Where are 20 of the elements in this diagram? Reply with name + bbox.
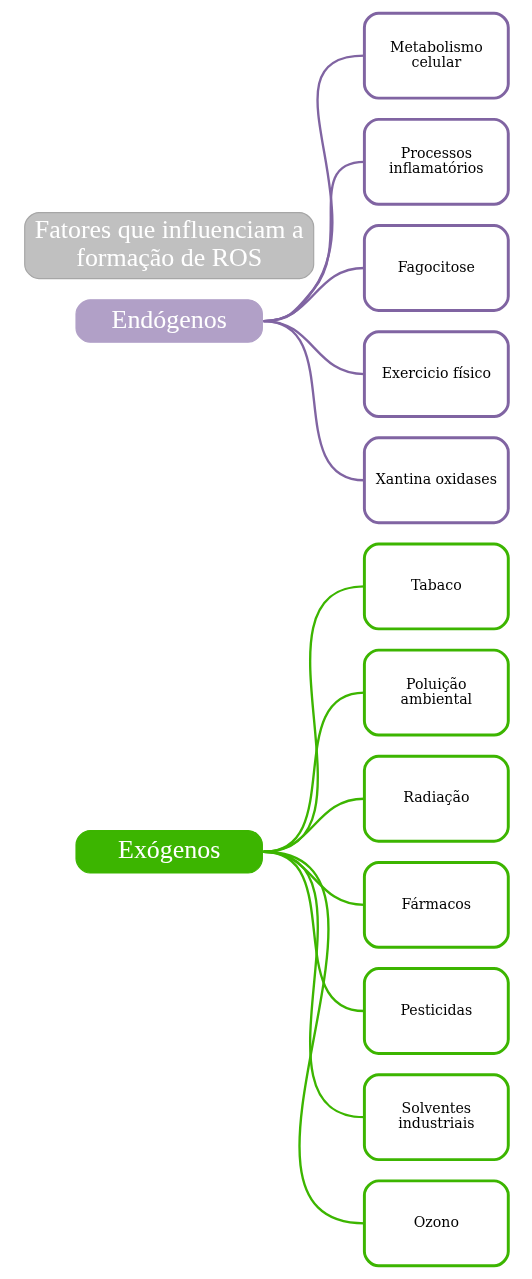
node-box: Fatores que influenciam a formação de ROS <box>23 211 314 280</box>
node-box: Metabolismo celular <box>362 11 510 100</box>
node-box: Exógenos <box>74 830 263 874</box>
node-box: Ozono <box>362 1179 510 1268</box>
node-box: Fagocitose <box>362 224 510 312</box>
node-box: Radiação <box>362 754 510 843</box>
node-box: Tabaco <box>362 542 510 631</box>
node-box: Processos inflamatórios <box>362 117 510 206</box>
node-box: Xantina oxidases <box>362 436 510 525</box>
node-box: Endógenos <box>74 299 263 343</box>
node-box: Poluição ambiental <box>362 648 510 737</box>
node-box: Solventes industriais <box>362 1073 510 1162</box>
node-box: Pesticidas <box>362 967 510 1055</box>
connector <box>262 797 364 853</box>
connector <box>262 585 365 853</box>
node-box: Fármacos <box>362 860 510 949</box>
connector <box>262 850 365 1225</box>
node-box: Exercicio físico <box>362 330 510 419</box>
connector <box>262 319 365 482</box>
connector <box>262 691 365 853</box>
